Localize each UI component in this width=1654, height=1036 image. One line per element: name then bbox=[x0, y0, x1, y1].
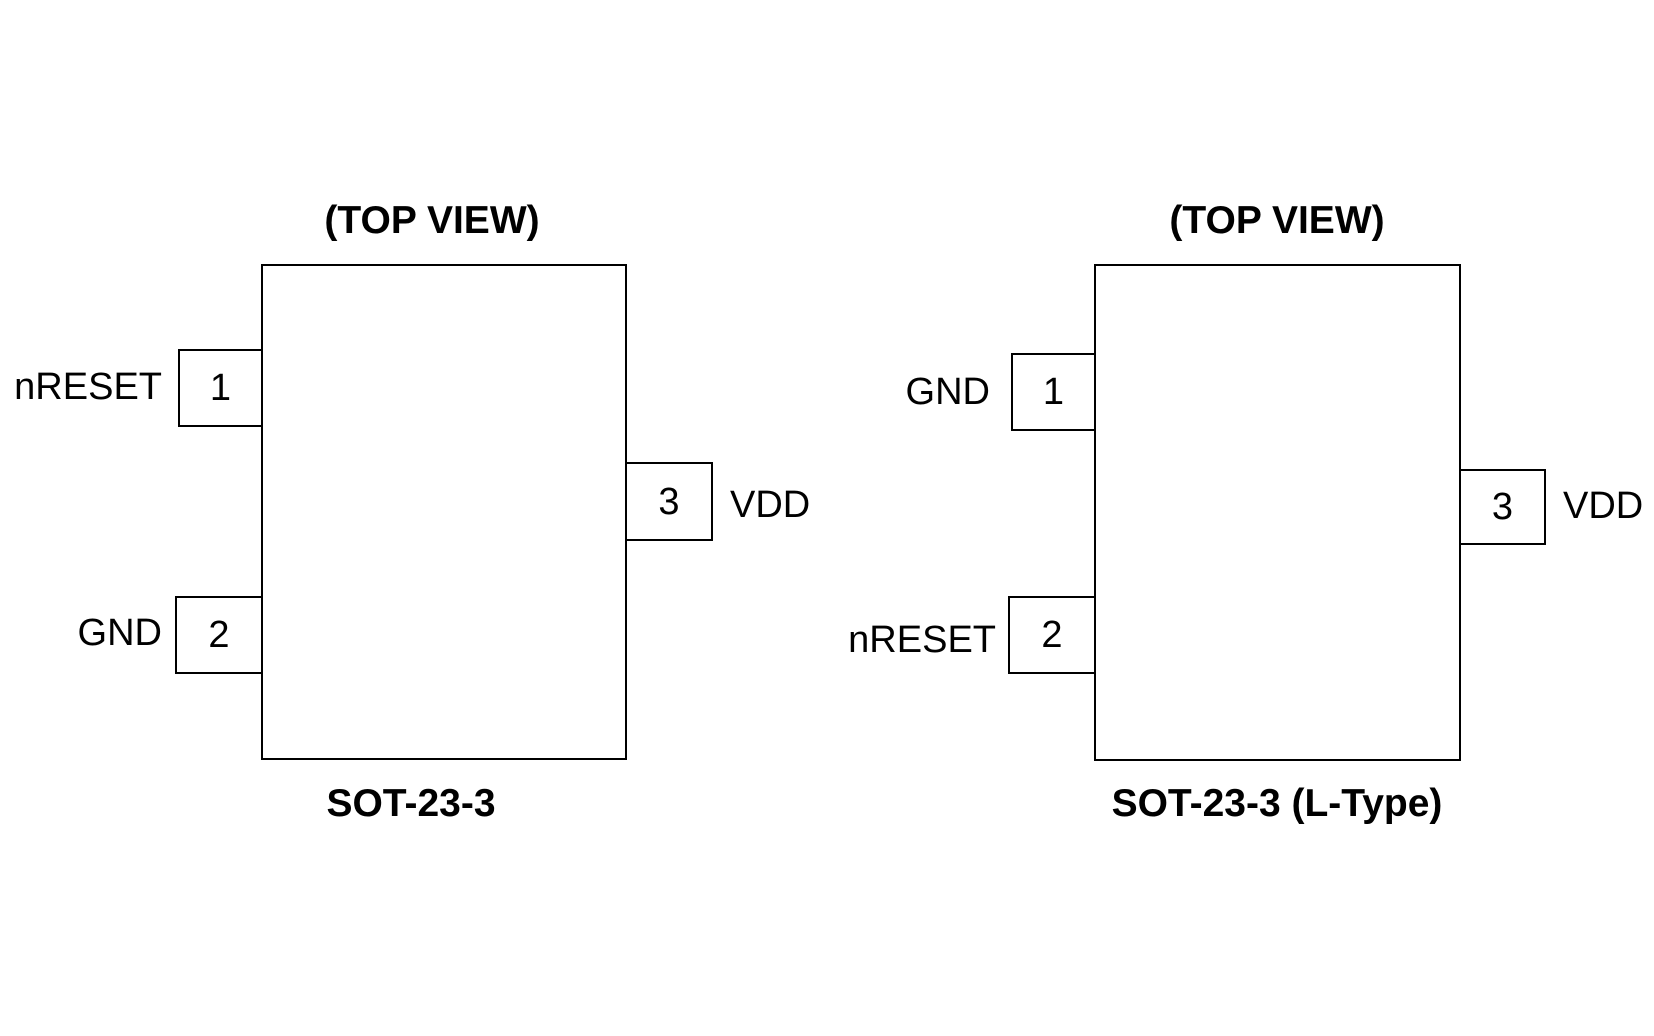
package-body bbox=[1094, 264, 1461, 761]
pin-1-box: 1 bbox=[1011, 353, 1096, 431]
pin-number: 2 bbox=[1041, 614, 1063, 656]
pin-1-signal-label: nRESET bbox=[14, 366, 162, 408]
package-name: SOT-23-3 bbox=[326, 782, 496, 825]
pin-number: 1 bbox=[209, 367, 232, 409]
pin-1-signal-label: GND bbox=[905, 371, 990, 413]
pin-number: 1 bbox=[1042, 371, 1065, 413]
pin-1-box: 1 bbox=[178, 349, 263, 427]
view-label: (TOP VIEW) bbox=[324, 199, 540, 242]
pin-number: 2 bbox=[208, 614, 230, 656]
view-label: (TOP VIEW) bbox=[1169, 199, 1385, 242]
pin-number: 3 bbox=[658, 480, 680, 523]
package-body bbox=[261, 264, 627, 760]
pin-number: 3 bbox=[1491, 486, 1514, 528]
pin-2-box: 2 bbox=[175, 596, 263, 674]
pin-3-signal-label: VDD bbox=[1563, 485, 1644, 527]
pin-2-signal-label: nRESET bbox=[848, 619, 996, 661]
pin-2-box: 2 bbox=[1008, 596, 1096, 674]
pin-2-signal-label: GND bbox=[77, 612, 162, 654]
pin-3-signal-label: VDD bbox=[730, 484, 811, 526]
pin-3-box: 3 bbox=[625, 462, 713, 541]
package-name: SOT-23-3 (L-Type) bbox=[1111, 782, 1443, 825]
pin-3-box: 3 bbox=[1459, 469, 1546, 545]
